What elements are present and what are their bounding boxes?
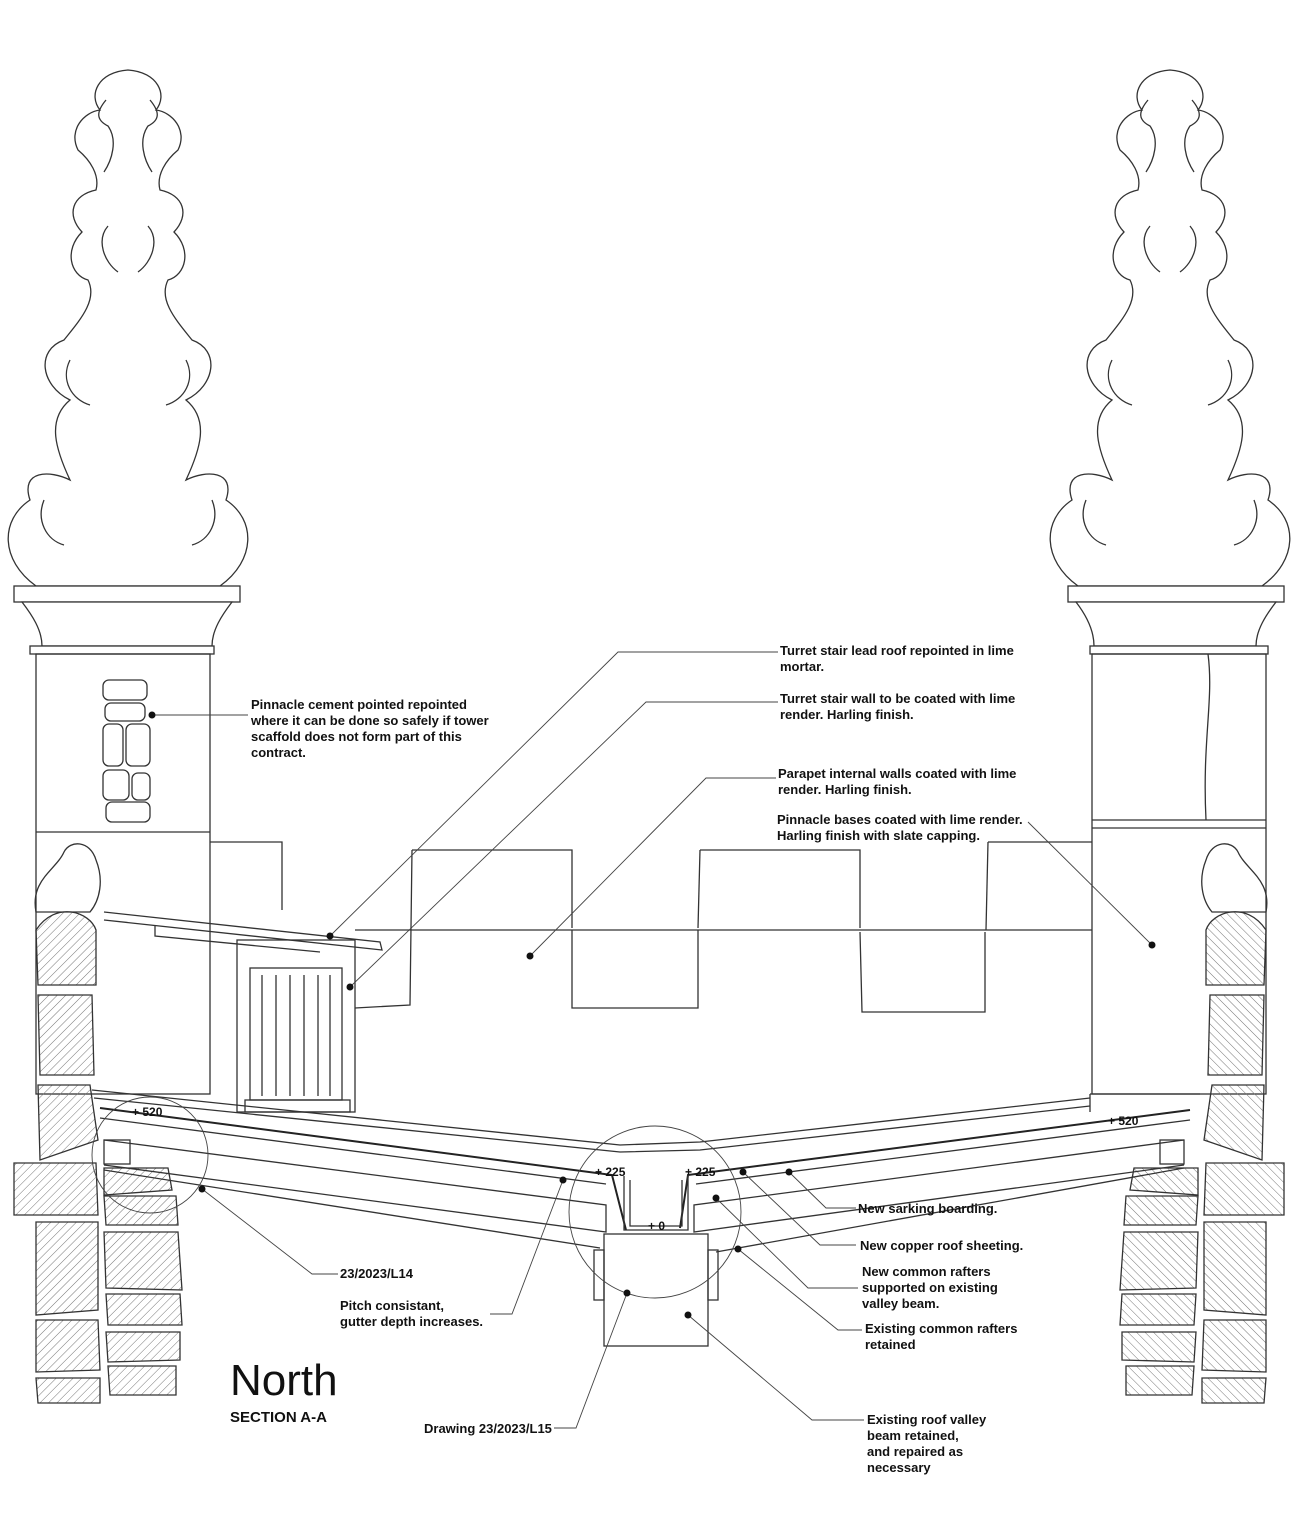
note-copper: New copper roof sheeting. <box>860 1238 1023 1253</box>
roof-section <box>91 1089 1200 1347</box>
level-valley: + 0 <box>648 1219 665 1233</box>
parapet-wall <box>210 841 1092 1013</box>
note-valley-beam: Existing roof valley beam retained, and … <box>867 1412 990 1475</box>
note-new-rafters: New common rafters supported on existing… <box>862 1264 1001 1311</box>
title-north: North <box>230 1356 338 1405</box>
note-parapet-walls: Parapet internal walls coated with lime … <box>778 766 1020 797</box>
right-pinnacle <box>1049 69 1291 1404</box>
annotation-leaders <box>148 651 1156 1429</box>
note-sarking: New sarking boarding. <box>858 1201 997 1216</box>
note-pitch: Pitch consistant, gutter depth increases… <box>340 1298 483 1329</box>
level-gutter-right: + 225 <box>685 1165 716 1179</box>
note-turret-wall: Turret stair wall to be coated with lime… <box>780 691 1019 722</box>
level-right-eaves: + 520 <box>1108 1114 1139 1128</box>
left-pinnacle <box>7 69 249 1404</box>
note-pinnacle-bases: Pinnacle bases coated with lime render. … <box>777 812 1026 843</box>
note-turret-roof: Turret stair lead roof repointed in lime… <box>780 643 1017 674</box>
turret-stair <box>103 911 383 1113</box>
note-ref-l15: Drawing 23/2023/L15 <box>424 1421 552 1436</box>
note-pinnacle-pointing: Pinnacle cement pointed repointed where … <box>250 697 492 760</box>
level-gutter-left: + 225 <box>595 1165 626 1179</box>
drawing-title: North SECTION A-A <box>230 1356 338 1426</box>
level-labels: + 520 + 520 + 225 + 225 + 0 <box>132 1105 1139 1233</box>
level-left-eaves: + 520 <box>132 1105 163 1119</box>
annotation-notes: Pinnacle cement pointed repointed where … <box>250 643 1026 1475</box>
title-section: SECTION A-A <box>230 1409 327 1426</box>
note-ref-l14: 23/2023/L14 <box>340 1266 414 1281</box>
note-existing-rafters: Existing common rafters retained <box>865 1321 1021 1352</box>
